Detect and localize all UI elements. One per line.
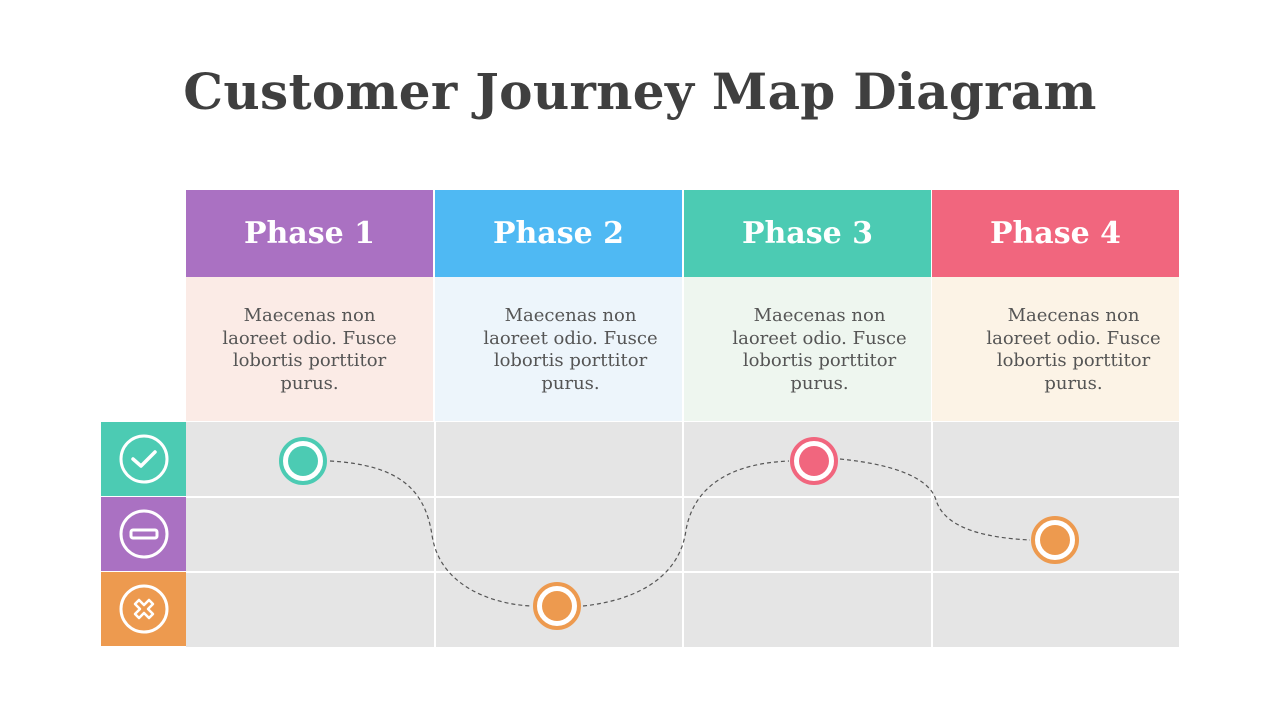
phase-3-description: Maecenas non laoreet odio. Fusce loborti…	[684, 277, 931, 421]
journey-point-2	[533, 582, 581, 630]
journey-dashed-line	[329, 458, 1031, 607]
row-negative	[101, 572, 186, 646]
check-circle-icon	[119, 434, 168, 484]
phase-4-description: Maecenas non laoreet odio. Fusce loborti…	[932, 277, 1179, 421]
grid-divider	[682, 422, 684, 647]
row-neutral	[101, 497, 186, 571]
journey-point-1	[279, 437, 327, 485]
phase-1-description: Maecenas non laoreet odio. Fusce loborti…	[186, 277, 433, 421]
x-circle-icon	[119, 584, 168, 634]
phase-3-header: Phase 3	[684, 190, 931, 277]
journey-point-4	[1031, 516, 1079, 564]
row-positive	[101, 422, 186, 496]
grid-divider	[434, 422, 436, 647]
grid-divider	[186, 496, 1179, 498]
journey-point-3	[790, 437, 838, 485]
phase-1-header: Phase 1	[186, 190, 433, 277]
minus-circle-icon	[119, 509, 168, 559]
grid-divider	[931, 422, 933, 647]
phase-4-header: Phase 4	[932, 190, 1179, 277]
phase-2-description: Maecenas non laoreet odio. Fusce loborti…	[435, 277, 682, 421]
page-title: Customer Journey Map Diagram	[183, 62, 1097, 121]
phase-2-header: Phase 2	[435, 190, 682, 277]
grid-divider	[186, 571, 1179, 573]
